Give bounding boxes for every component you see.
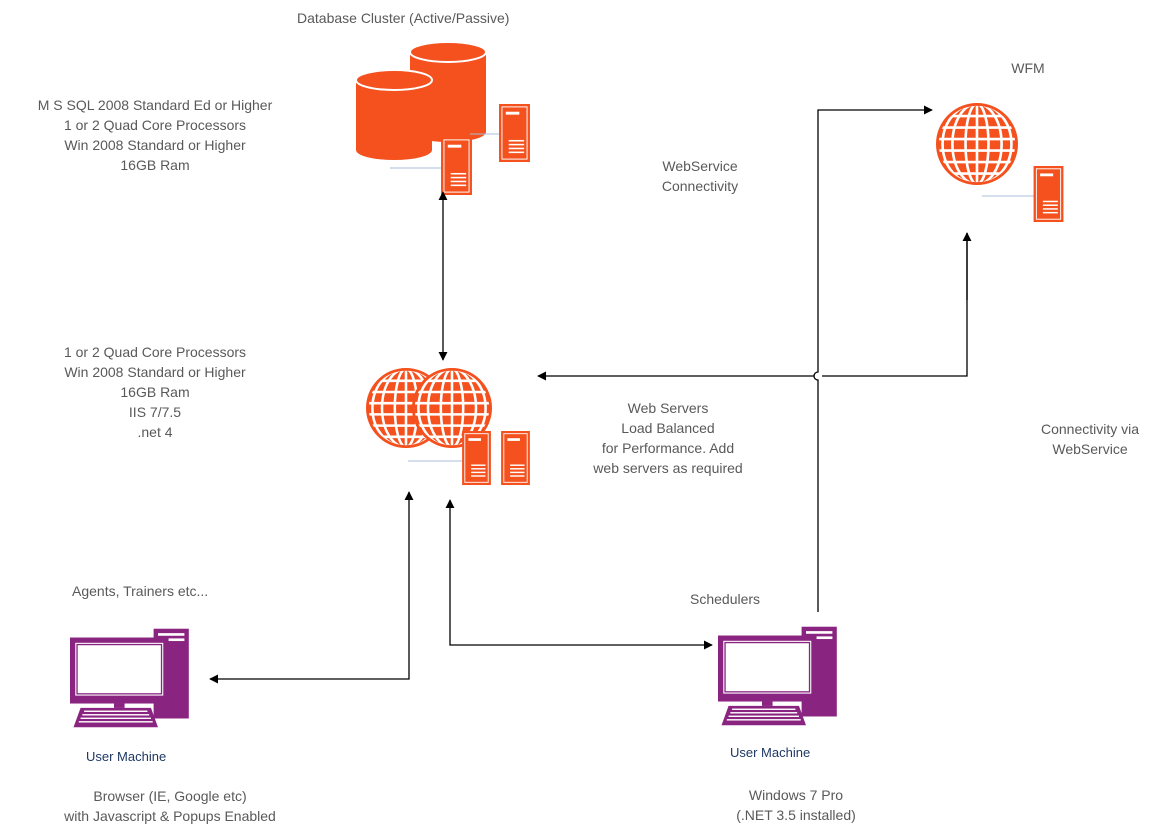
webservers-description: Web Servers Load Balanced for Performanc… xyxy=(568,398,768,478)
via-webservice-line: WebService xyxy=(1052,441,1128,457)
schedulers-computer-icon xyxy=(718,625,838,727)
webservers-description-line: web servers as required xyxy=(593,460,743,476)
database-spec-line: 1 or 2 Quad Core Processors xyxy=(63,117,247,133)
webservers-spec-line: 1 or 2 Quad Core Processors xyxy=(63,344,247,360)
database-cluster-icon xyxy=(355,41,530,195)
schedulers-note-line: (.NET 3.5 installed) xyxy=(736,807,856,823)
wfm-title: WFM xyxy=(1011,60,1045,76)
web-servers-icon xyxy=(366,368,531,485)
database-spec-line: Win 2008 Standard or Higher xyxy=(64,137,246,153)
edge-wfm-webservers xyxy=(538,233,968,376)
connectivity-via-webservice-label: Connectivity via WebService xyxy=(1022,419,1158,459)
agents-note-line: Browser (IE, Google etc) xyxy=(93,788,247,804)
webservers-spec-line: .net 4 xyxy=(137,424,173,440)
edge-webservers-schedulers xyxy=(445,499,713,650)
database-spec-line: 16GB Ram xyxy=(120,157,190,173)
wfm-icon xyxy=(936,103,1064,222)
database-title: Database Cluster (Active/Passive) xyxy=(297,10,510,26)
agents-machine-notes: Browser (IE, Google etc) with Javascript… xyxy=(40,786,300,826)
database-spec-line: M S SQL 2008 Standard Ed or Higher xyxy=(37,97,273,113)
edge-schedulers-wfm xyxy=(813,105,933,612)
agents-role-label: Agents, Trainers etc... xyxy=(72,583,209,599)
schedulers-role-label: Schedulers xyxy=(690,591,761,607)
agents-machine-caption: User Machine xyxy=(86,749,167,764)
webservice-connectivity-label: WebService Connectivity xyxy=(640,156,760,196)
schedulers-machine-caption: User Machine xyxy=(730,745,811,760)
webservers-spec-line: IIS 7/7.5 xyxy=(128,404,182,420)
webservice-label-line: Connectivity xyxy=(661,178,739,194)
webservers-spec-line: Win 2008 Standard or Higher xyxy=(64,364,246,380)
webservers-description-line: Web Servers xyxy=(627,400,709,416)
webservers-specs: 1 or 2 Quad Core Processors Win 2008 Sta… xyxy=(20,342,290,442)
webservers-description-line: Load Balanced xyxy=(621,420,715,436)
schedulers-machine-notes: Windows 7 Pro (.NET 3.5 installed) xyxy=(706,785,886,825)
webservice-label-line: WebService xyxy=(662,158,738,174)
schedulers-note-line: Windows 7 Pro xyxy=(748,787,844,803)
database-specs: M S SQL 2008 Standard Ed or Higher 1 or … xyxy=(10,95,300,175)
edge-webservers-agents xyxy=(209,491,414,684)
agents-computer-icon xyxy=(70,627,190,729)
via-webservice-line: Connectivity via xyxy=(1040,421,1140,437)
webservers-description-line: for Performance. Add xyxy=(601,440,735,456)
webservers-spec-line: 16GB Ram xyxy=(120,384,190,400)
agents-note-line: with Javascript & Popups Enabled xyxy=(64,808,276,824)
